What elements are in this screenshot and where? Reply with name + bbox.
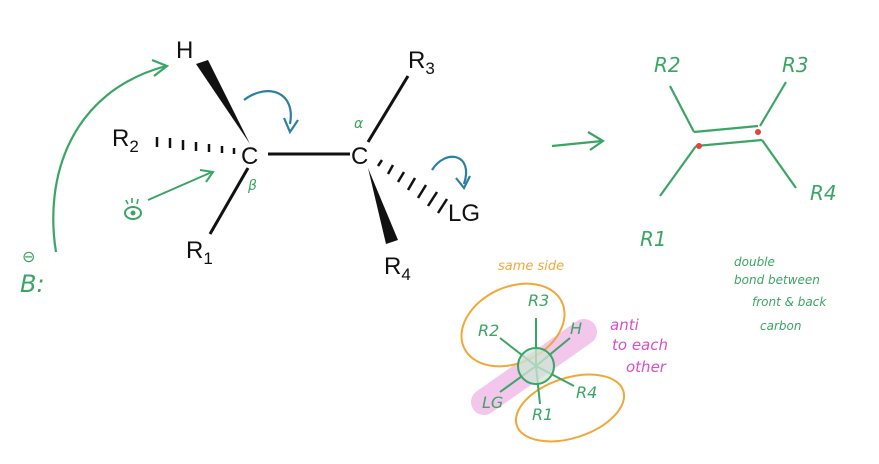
newman-r1: R1 [532, 405, 553, 424]
group-r2: R2 [112, 125, 139, 156]
newman-r2: R2 [478, 321, 499, 340]
eye-icon [124, 198, 142, 220]
alkene-r4: R4 [810, 181, 837, 205]
newman-lg: LG [482, 393, 503, 412]
leaving-group: LG [448, 200, 480, 227]
group-r1: R1 [186, 237, 213, 268]
anti-label-line2: to each [612, 336, 668, 354]
bond-to-r4 [761, 139, 797, 189]
svg-text:double: double [734, 255, 775, 269]
bond-to-r3 [759, 81, 787, 127]
newman-r4: R4 [576, 383, 597, 402]
reaction-arrow [551, 139, 603, 148]
svg-text:front & back: front & back [752, 295, 827, 309]
newman-circle [517, 347, 555, 385]
bond-r1 [208, 167, 250, 235]
arrowhead-icon [282, 117, 299, 135]
base-attack-arrow [52, 64, 167, 253]
svg-text:bond between: bond between [734, 273, 820, 287]
carbon-alpha: C [351, 143, 368, 170]
atom-h: H [176, 37, 193, 64]
double-bond-bottom [695, 138, 763, 148]
alkene-r2: R2 [654, 53, 681, 77]
alkene-r1: R1 [640, 227, 667, 251]
newman-projection: same side R3 R2 H LG R1 R4 anti to each … [460, 259, 668, 443]
sawhorse-structure: H R2 C C R3 LG R1 R4 [112, 37, 480, 284]
electron-dot [696, 143, 702, 149]
hash-bond-lg [376, 159, 449, 214]
arrowhead-icon [587, 131, 606, 151]
anti-label-line3: other [626, 358, 667, 376]
newman-r3: R3 [528, 291, 549, 310]
viewing-arrow [147, 171, 213, 201]
leaving-group-arrow [431, 155, 468, 185]
wedge-bond-r4 [368, 168, 398, 244]
carbon-beta: C [241, 143, 258, 170]
hash-bond-r2 [155, 137, 236, 154]
anti-label-line1: anti [610, 316, 640, 334]
newman-h: H [570, 319, 582, 338]
group-r3: R3 [408, 47, 435, 78]
bond-to-r1 [659, 145, 697, 197]
group-r4: R4 [384, 253, 411, 284]
wedge-bond-h [196, 60, 250, 144]
bond-shift-arrow [243, 90, 292, 125]
double-bond-note: double bond between front & back carbon [734, 255, 827, 333]
bond-r3 [366, 75, 410, 143]
base-label: B: [20, 270, 45, 298]
svg-text:carbon: carbon [760, 319, 801, 333]
arrowhead-icon [199, 169, 215, 183]
double-bond-top [693, 124, 759, 134]
alkene-product: R2 R3 R1 R4 [640, 53, 837, 251]
same-side-label: same side [498, 259, 564, 274]
structure-annotations: α β ⊖ B: [20, 58, 471, 298]
electron-dot [755, 129, 761, 135]
arrowhead-icon [151, 58, 170, 77]
alpha-label: α [354, 116, 364, 132]
alkene-r3: R3 [782, 53, 809, 77]
base-charge-icon: ⊖ [22, 247, 35, 266]
bond-to-r2 [669, 85, 695, 133]
arrowhead-icon [455, 175, 471, 191]
beta-label: β [247, 178, 257, 194]
